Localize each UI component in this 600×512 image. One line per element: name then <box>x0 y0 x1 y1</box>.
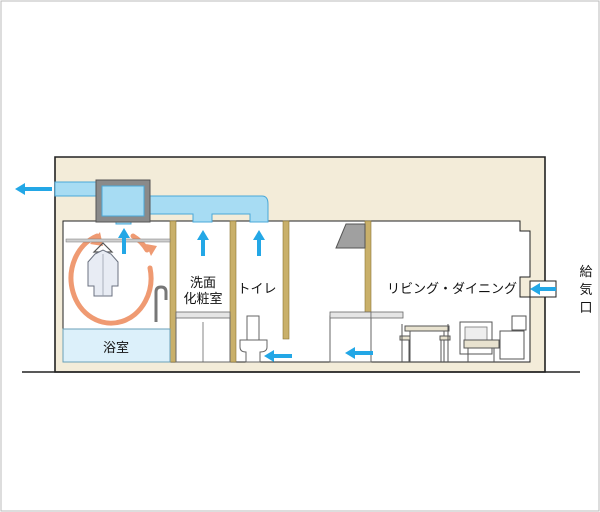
label-intake-1: 給 <box>579 265 592 280</box>
label-washroom-line2: 化粧室 <box>183 291 222 307</box>
arrow-intake <box>530 283 556 295</box>
exhaust-duct <box>54 181 99 197</box>
main-duct <box>149 195 269 223</box>
arrow-wash-up <box>197 230 209 256</box>
label-bathroom: 浴室 <box>103 340 129 356</box>
label-intake-3: 口 <box>579 301 592 316</box>
range-hood-icon <box>335 223 366 249</box>
toilet-icon <box>239 315 268 363</box>
bathtub <box>62 328 171 363</box>
side-shelf <box>370 311 404 319</box>
sofa-icon <box>459 315 527 362</box>
chair-icon <box>399 324 451 362</box>
label-living-dining: リビング・ダイニング <box>387 282 517 297</box>
faucet-icon <box>154 285 168 322</box>
label-intake-2: 気 <box>579 282 592 298</box>
airflow-arrows <box>15 183 556 362</box>
arrow-toilet-up <box>253 230 265 256</box>
label-washroom-line1: 洗面 <box>190 276 216 291</box>
partition-toilet-living <box>282 220 290 340</box>
shower-rail <box>65 238 171 243</box>
label-toilet: トイレ <box>237 282 276 297</box>
partition-bath-wash <box>169 220 177 363</box>
circulation-arrowhead-2 <box>146 244 157 256</box>
ventilation-fan-icon <box>95 179 151 223</box>
vanity-cabinet <box>175 311 231 363</box>
shirt-icon <box>87 242 119 297</box>
arrow-bath-up <box>118 228 130 254</box>
arrow-kitchen-in <box>345 347 373 359</box>
partition-wash-toilet <box>229 220 237 363</box>
arrow-exhaust-out <box>15 183 52 195</box>
arrow-toilet-in <box>264 350 292 362</box>
